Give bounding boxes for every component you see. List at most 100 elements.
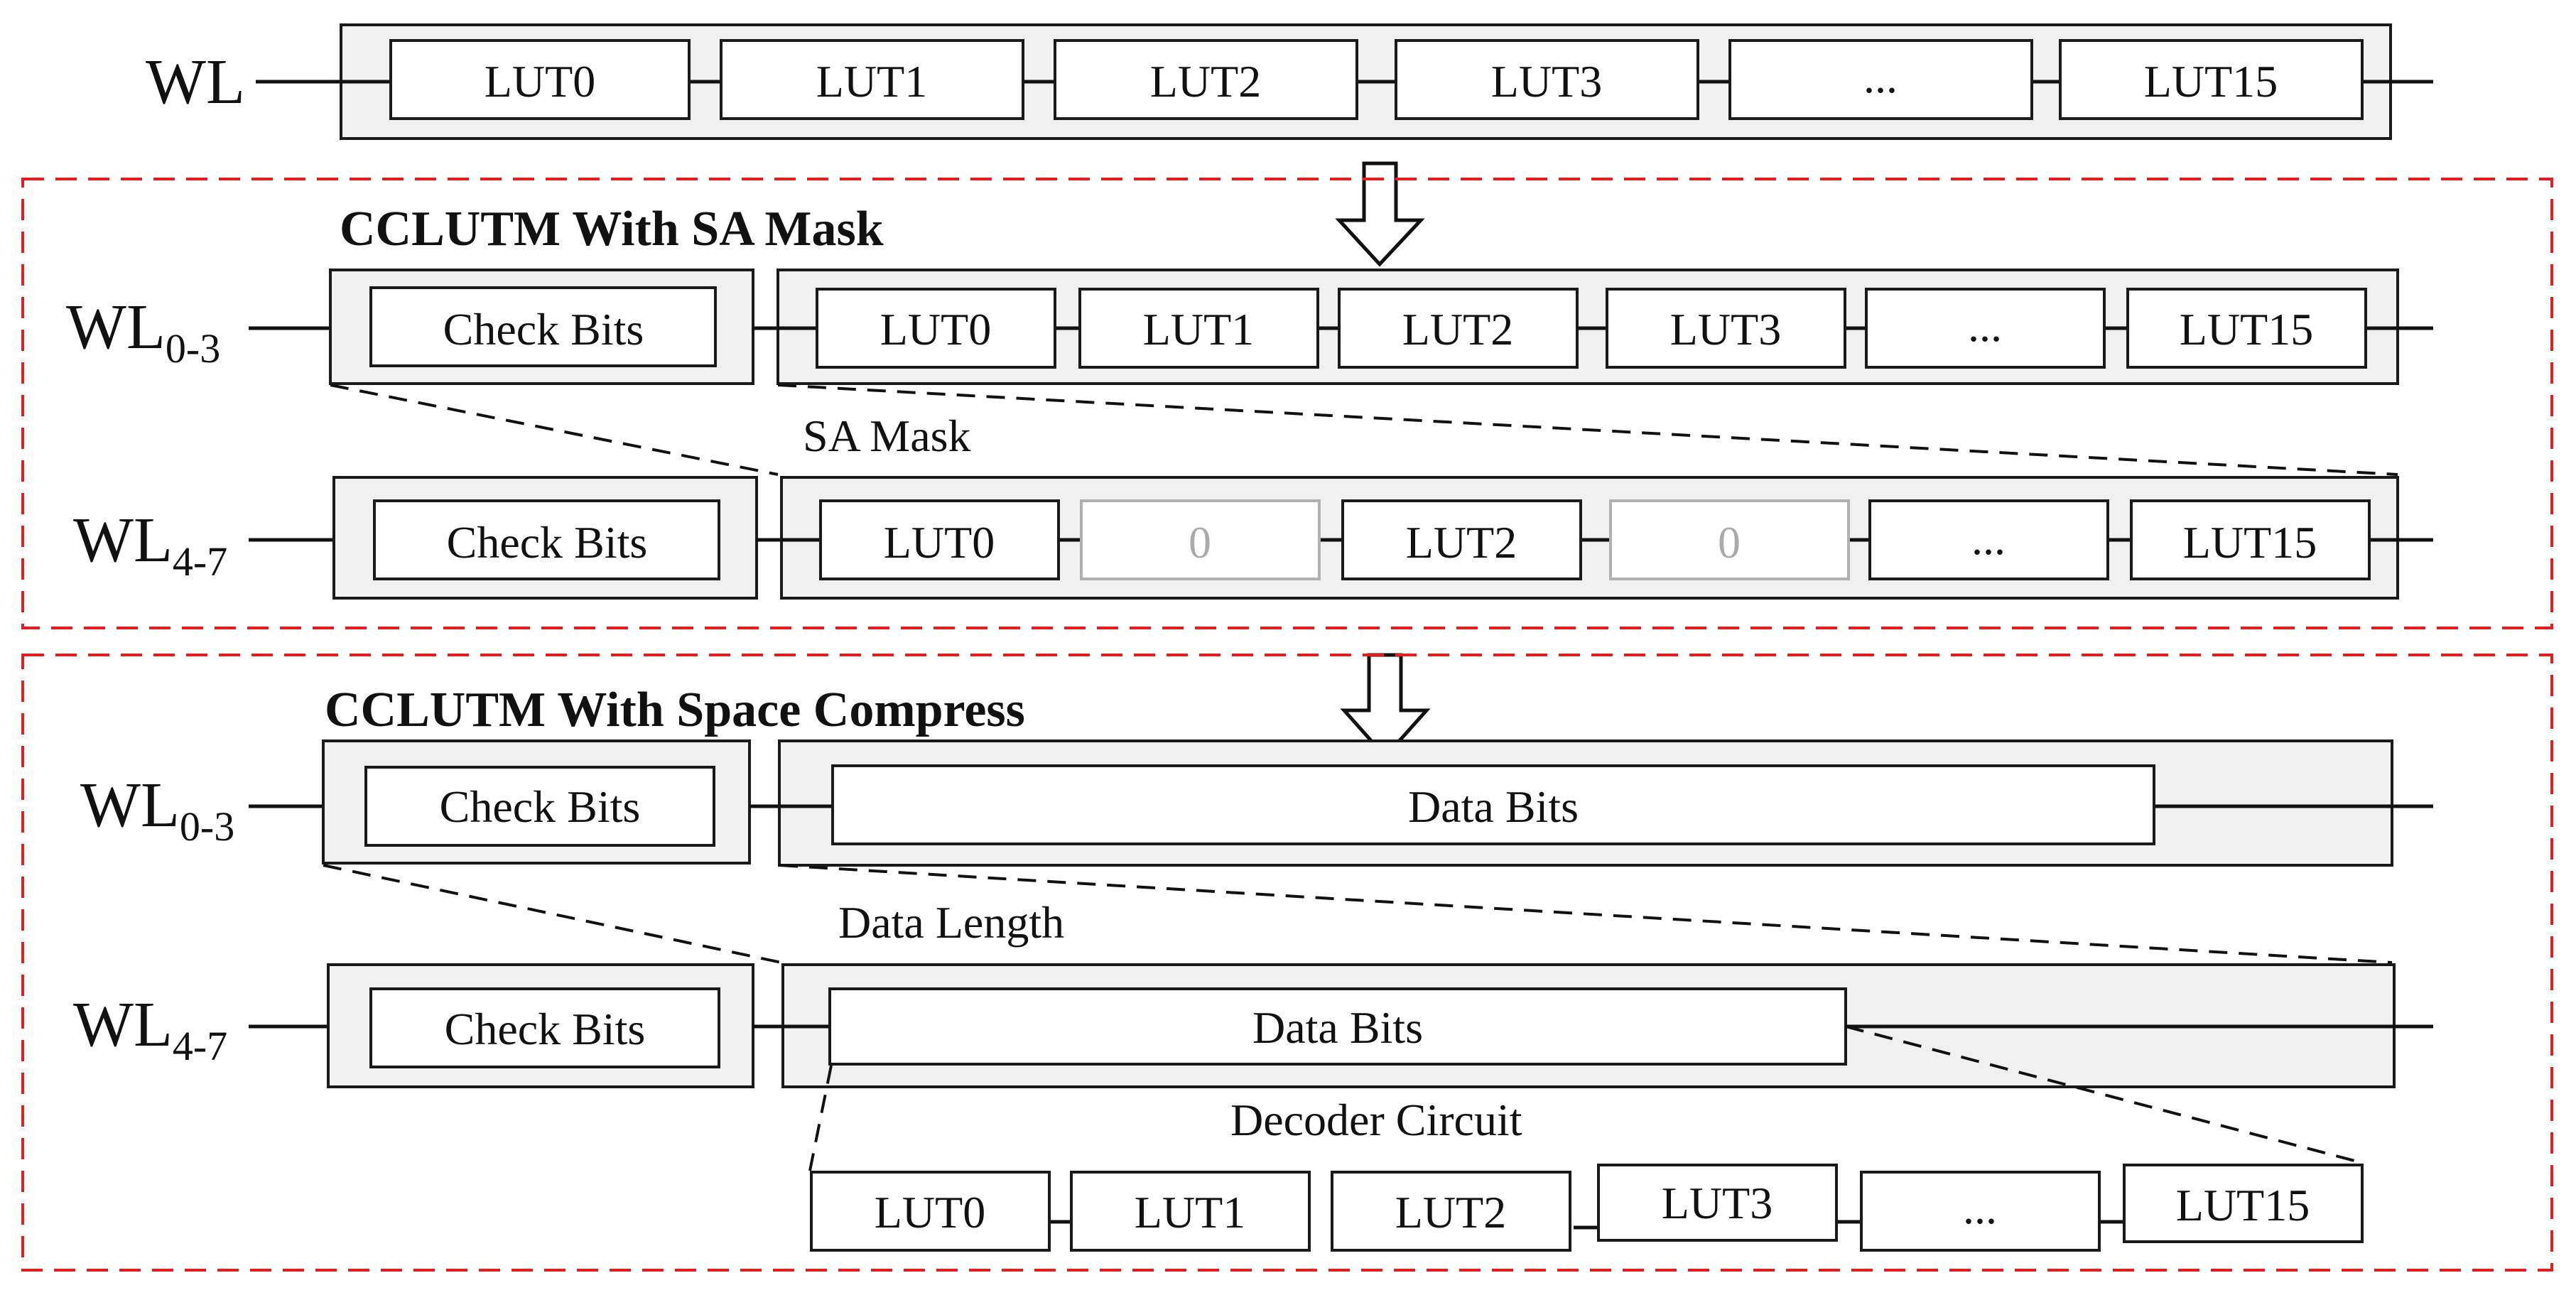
cell-label: LUT2 [1395, 1187, 1506, 1237]
cell-box [816, 288, 1056, 369]
cell-box [1865, 288, 2106, 369]
cell-box [1338, 288, 1579, 369]
decoder-line-left [808, 1065, 833, 1171]
cell-box [1341, 499, 1582, 580]
top-cell-0: LUT0 [389, 39, 691, 120]
down-arrow-icon [1340, 653, 1431, 759]
top-wl-label: WL [146, 47, 245, 117]
cell-label: LUT0 [875, 1187, 985, 1237]
cell-label: LUT15 [2183, 517, 2317, 568]
cell-box [2130, 499, 2371, 580]
wl-label: WL4-7 [73, 990, 227, 1069]
decoded-cell-0: LUT0 [810, 1171, 1051, 1252]
cell-box [1868, 499, 2109, 580]
top-cell-box [389, 39, 691, 120]
data-bits-box [831, 764, 2155, 845]
lut-cell-0: LUT0 [816, 288, 1056, 369]
sa-mask-label: SA Mask [803, 411, 971, 461]
top-cell-box [1728, 39, 2033, 120]
masked-cell-label: 0 [1718, 517, 1741, 568]
top-cell-label: LUT0 [485, 56, 595, 107]
top-cell-label: LUT1 [816, 56, 927, 107]
check-bits-box [369, 286, 717, 367]
wl-subscript: 4-7 [173, 538, 227, 585]
check-bits-label: Check Bits [440, 781, 641, 832]
cell-box [1078, 288, 1319, 369]
cell-box [1597, 1164, 1838, 1242]
wl-main: WL [66, 292, 166, 362]
compress-row-wl4-7: WL4-7 Check Bits Data Bits [73, 963, 2433, 1088]
cell-label: LUT3 [1670, 304, 1781, 354]
decoded-cell-5: LUT15 [2123, 1164, 2364, 1243]
cell-box [810, 1171, 1051, 1252]
wl-label: WL0-3 [80, 770, 234, 850]
top-cell-2: LUT2 [1054, 39, 1358, 120]
check-bits-box [369, 987, 720, 1068]
wl-main: WL [73, 505, 173, 575]
top-cell-label: ... [1863, 52, 1898, 102]
top-cell-4: ... [1728, 39, 2033, 120]
projection-line-left [330, 384, 779, 476]
data-bits-label: Data Bits [1408, 781, 1579, 832]
top-cell-box [1395, 39, 1699, 120]
cell-label: LUT0 [880, 304, 991, 354]
data-bits-label: Data Bits [1252, 1002, 1423, 1053]
check-bits-label: Check Bits [445, 1004, 646, 1054]
lut-cell-2: LUT2 [1338, 288, 1579, 369]
top-cell-1: LUT1 [720, 39, 1024, 120]
compress-row-wl0-3: WL0-3 Check Bits Data Bits [80, 739, 2433, 867]
wl-label: WL0-3 [66, 292, 220, 372]
cell-label: LUT3 [1662, 1178, 1773, 1228]
check-bits-box [364, 766, 715, 847]
wl-subscript: 4-7 [173, 1023, 227, 1069]
space-compress-heading: CCLUTM With Space Compress [325, 683, 1025, 737]
check-bits-label: Check Bits [447, 517, 648, 568]
sa-mask-heading: CCLUTM With SA Mask [340, 202, 884, 256]
lut-cell-4: ... [1865, 288, 2106, 369]
projection-line-right [779, 864, 2393, 964]
cell-box [1860, 1171, 2101, 1252]
top-cell-box [2059, 39, 2364, 120]
lut-cell-1: LUT1 [1078, 288, 1319, 369]
decoded-cell-4: ... [1860, 1171, 2101, 1252]
projection-line-left [323, 864, 782, 964]
top-cell-box [1054, 39, 1358, 120]
check-bits-label: Check Bits [443, 304, 644, 354]
cell-label: ... [1968, 300, 2002, 351]
cell-label: ... [1971, 514, 2006, 564]
lut-cell-5: LUT15 [2130, 499, 2371, 580]
sa-mask-row-wl4-7: WL4-7 Check Bits LUT0 0 LUT2 0 ... [73, 476, 2433, 600]
cell-label: LUT2 [1406, 517, 1517, 568]
cell-box [2123, 1164, 2364, 1243]
masked-cell-box [1080, 499, 1321, 580]
cell-label: ... [1963, 1183, 1997, 1233]
lut-cell-5: LUT15 [2126, 288, 2367, 369]
wl-subscript: 0-3 [166, 325, 220, 372]
top-cell-label: LUT15 [2144, 56, 2278, 107]
top-cell-5: LUT15 [2059, 39, 2364, 120]
top-cell-box [720, 39, 1024, 120]
data-bits-box [828, 987, 1847, 1066]
masked-cell-1: 0 [1080, 499, 1321, 580]
masked-cell-box [1609, 499, 1850, 580]
wl-label: WL4-7 [73, 505, 227, 585]
masked-cell-3: 0 [1609, 499, 1850, 580]
cell-box [1070, 1171, 1311, 1252]
masked-cell-label: 0 [1189, 517, 1211, 568]
space-compress-frame [21, 654, 2553, 1272]
lut-cell-4: ... [1868, 499, 2109, 580]
wl-main: WL [80, 770, 180, 840]
cell-box [2126, 288, 2367, 369]
decoded-cell-2: LUT2 [1331, 1171, 1571, 1252]
data-length-label: Data Length [838, 897, 1064, 948]
decoded-cell-1: LUT1 [1070, 1171, 1311, 1252]
check-bits-box [373, 499, 720, 580]
cell-box [1331, 1171, 1571, 1252]
sa-mask-row-wl0-3: WL0-3 Check Bits LUT0 LUT1 LUT2 LUT3 ... [66, 269, 2433, 385]
down-arrow-icon [1335, 161, 1425, 267]
cell-label: LUT15 [2180, 304, 2313, 354]
top-cell-label: LUT3 [1491, 56, 1602, 107]
top-cell-label: LUT2 [1150, 56, 1261, 107]
cell-label: LUT1 [1143, 304, 1254, 354]
